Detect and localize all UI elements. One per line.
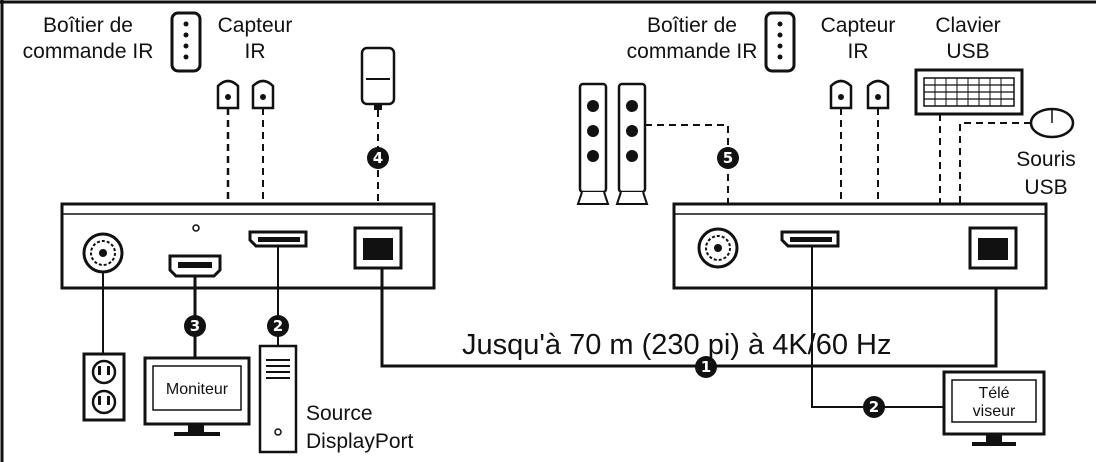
callout-2-tv: 2 <box>863 396 885 418</box>
tx-ir-sensor-label-line2: IR <box>245 40 266 63</box>
speakers-icon <box>576 82 649 205</box>
power-adapter-icon <box>360 46 396 110</box>
tv-icon <box>942 370 1046 446</box>
callout-2-source: 2 <box>267 315 289 337</box>
rx-ir-sensor-label-line2: IR <box>848 40 869 63</box>
rx-ir-sensor-label-line1: Capteur <box>821 14 896 37</box>
callout-5-number: 5 <box>723 149 733 167</box>
callout-3-number: 3 <box>190 317 200 335</box>
keyboard-label-line2: USB <box>946 40 989 63</box>
keyboard-icon <box>914 68 1024 116</box>
mouse-label-line1: Souris <box>1016 148 1076 171</box>
ir-sensor-icon <box>216 79 275 110</box>
callout-2-tv-number: 2 <box>869 398 879 416</box>
tx-ir-blaster-label-line1: Boîtier de <box>43 14 133 37</box>
keyboard-label-line1: Clavier <box>935 14 1000 37</box>
rx-ir-blaster-icon <box>764 11 796 73</box>
source-label-line2: DisplayPort <box>306 430 414 453</box>
mouse-label-line2: USB <box>1024 176 1067 199</box>
rx-ir-blaster-label-line1: Boîtier de <box>647 14 737 37</box>
power-outlet-icon <box>82 352 126 422</box>
rx-ir-sensor-icon <box>829 79 890 110</box>
callout-3: 3 <box>184 315 206 337</box>
tv-label-line1: Télé <box>978 385 1009 402</box>
callout-1-number: 1 <box>701 358 711 376</box>
distance-label: Jusqu'à 70 m (230 pi) à 4K/60 Hz <box>462 329 892 361</box>
receiver-unit <box>672 202 1048 290</box>
callout-5: 5 <box>717 147 739 169</box>
rx-ir-blaster-label-line2: commande IR <box>627 40 758 63</box>
tv-label-line2: viseur <box>973 403 1016 420</box>
transmitter-unit <box>60 202 436 290</box>
mouse-icon <box>1029 107 1075 139</box>
callout-2-source-number: 2 <box>273 317 283 335</box>
monitor-label: Moniteur <box>166 381 229 398</box>
ir-blaster-icon <box>170 11 202 73</box>
callout-4-number: 4 <box>373 149 383 167</box>
tx-ir-blaster-label-line2: commande IR <box>23 40 154 63</box>
source-label-line1: Source <box>306 402 373 425</box>
callout-1: 1 <box>695 356 717 378</box>
monitor-icon <box>143 356 251 436</box>
callout-4: 4 <box>367 147 389 169</box>
computer-tower-icon <box>258 344 298 454</box>
tx-ir-sensor-label-line1: Capteur <box>218 14 293 37</box>
